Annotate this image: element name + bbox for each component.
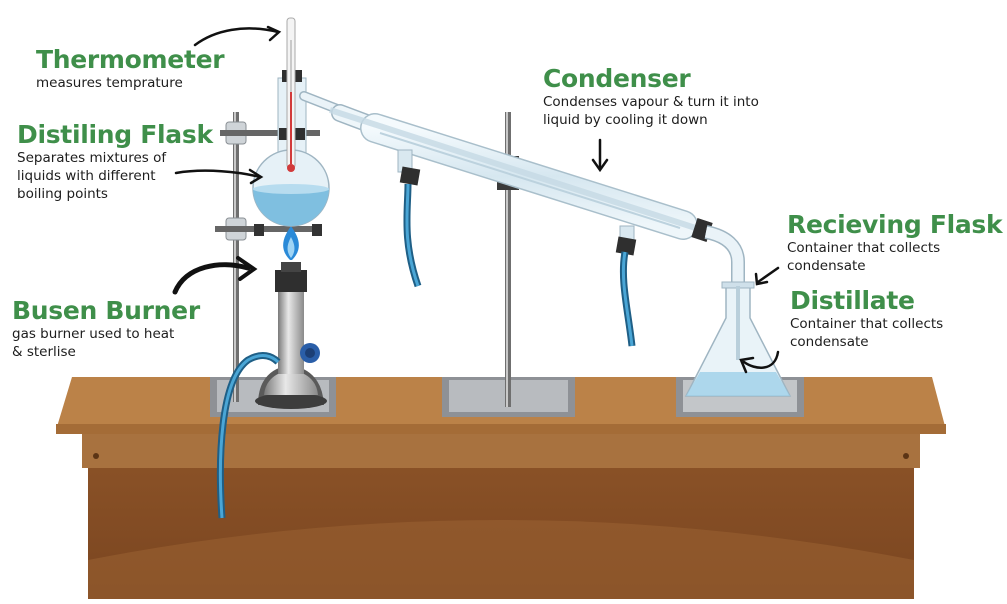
thermometer-desc: measures temprature [36,75,183,91]
busen-burner-desc: gas burner used to heat & sterlise [12,326,175,360]
table-body-shade [88,520,914,599]
thermometer [286,17,296,172]
annotation-arrows [172,25,780,374]
condenser-label: Condenser Condenses vapour & turn it int… [543,64,793,129]
condenser [329,104,745,285]
distillate-label: Distillate Container that collects conde… [790,286,975,351]
recieving-flask-label: Recieving Flask Container that collects … [787,210,1003,275]
arrow-thermometer [193,27,280,47]
condenser-desc: Condenses vapour & turn it into liquid b… [543,94,759,128]
distiling-flask-desc: Separates mixtures of liquids with diffe… [17,150,167,202]
arrow-recieving-flask [756,266,780,284]
distilling-flask [252,70,350,227]
condenser-title: Condenser [543,64,691,93]
bunsen-burner [255,226,327,409]
arrow-burner [172,262,251,295]
retort-stand-left [215,112,322,402]
receiving-flask [684,281,792,397]
busen-burner-label: Busen Burner gas burner used to heat & s… [12,296,200,361]
arrow-distillate [742,350,780,369]
recieving-flask-desc: Container that collects condensate [787,240,941,274]
distiling-flask-label: Distiling Flask Separates mixtures of li… [17,120,213,203]
table-apron [82,430,920,468]
distillate-title: Distillate [790,286,915,315]
busen-burner-title: Busen Burner [12,296,200,325]
distillate-desc: Container that collects condensate [790,316,944,350]
distiling-flask-title: Distiling Flask [17,120,213,149]
arrow-distiling-flask [174,169,262,179]
recieving-flask-title: Recieving Flask [787,210,1003,239]
thermometer-label: Thermometer measures temprature [36,45,226,92]
thermometer-title: Thermometer [36,45,225,74]
